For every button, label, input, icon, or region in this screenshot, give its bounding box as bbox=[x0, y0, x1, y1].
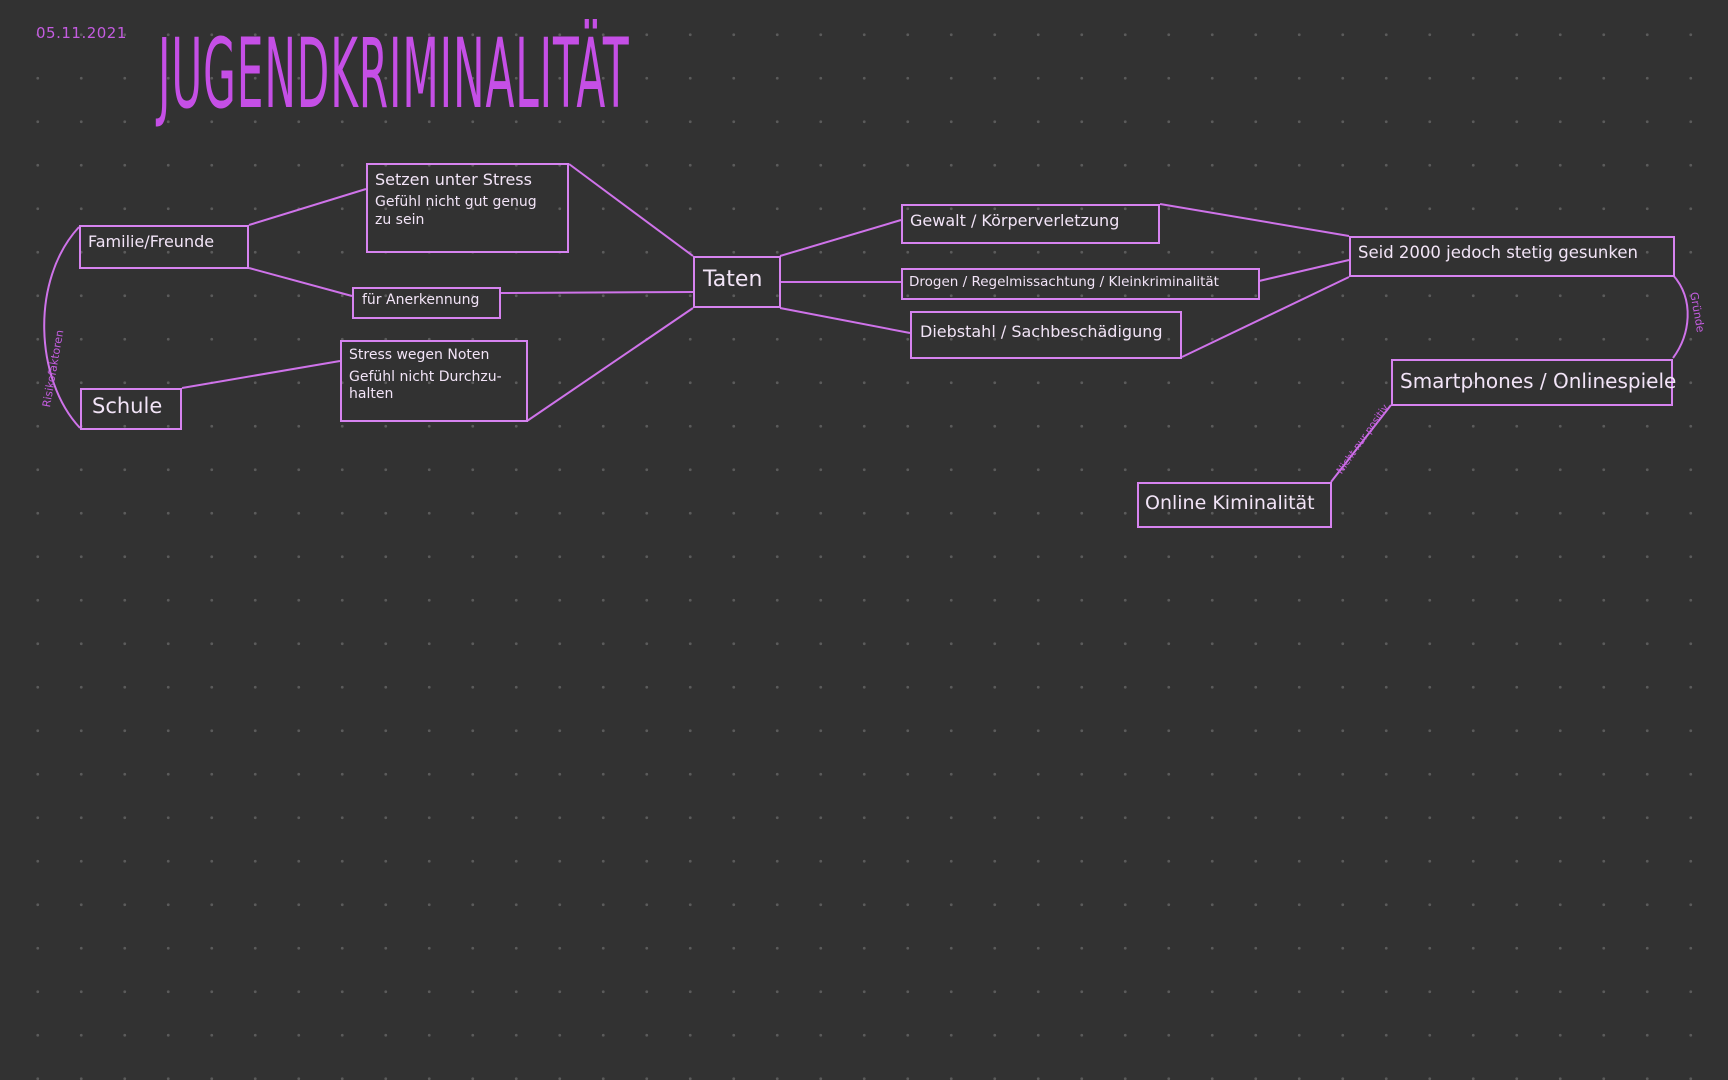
node-drogen: Drogen / Regelmissachtung / Kleinkrimina… bbox=[901, 268, 1260, 300]
node-noten: Stress wegen Noten Gefühl nicht Durchzu-… bbox=[340, 340, 528, 422]
node-taten: Taten bbox=[693, 256, 781, 308]
edge-smartphones-online bbox=[1330, 404, 1392, 483]
node-schule: Schule bbox=[80, 388, 182, 430]
date-label: 05.11.2021 bbox=[36, 24, 127, 42]
edge-diebstahl-gesunken bbox=[1181, 276, 1350, 358]
node-gewalt: Gewalt / Körperverletzung bbox=[901, 204, 1160, 244]
edge-taten-gewalt bbox=[779, 219, 902, 257]
edge-schule-noten bbox=[181, 360, 341, 389]
node-anerkennung: für Anerkennung bbox=[352, 287, 501, 319]
edge-familie-schule bbox=[43, 226, 81, 429]
edge-taten-diebstahl bbox=[779, 307, 911, 334]
edge-anerkennung-taten bbox=[499, 291, 694, 294]
page-title: JUGENDKRIMINALITÄT bbox=[158, 18, 630, 130]
edge-gewalt-gesunken bbox=[1159, 203, 1350, 237]
node-diebstahl: Diebstahl / Sachbeschädigung bbox=[910, 311, 1182, 359]
node-familie-freunde: Familie/Freunde bbox=[79, 225, 249, 269]
node-online-kriminalitaet: Online Kiminalität bbox=[1137, 482, 1332, 528]
edge-drogen-gesunken bbox=[1258, 259, 1350, 282]
node-smartphones: Smartphones / Onlinespiele bbox=[1391, 359, 1676, 406]
edge-familie-anerkennung bbox=[248, 267, 353, 297]
edge-noten-taten bbox=[526, 307, 694, 422]
edge-stress-taten bbox=[568, 163, 694, 257]
node-gesunken: Seid 2000 jedoch stetig gesunken bbox=[1349, 236, 1675, 277]
edge-gesunken-smartphones bbox=[1672, 274, 1689, 359]
node-stress: Setzen unter Stress Gefühl nicht gut gen… bbox=[366, 163, 569, 253]
edge-familie-stress bbox=[248, 188, 367, 226]
